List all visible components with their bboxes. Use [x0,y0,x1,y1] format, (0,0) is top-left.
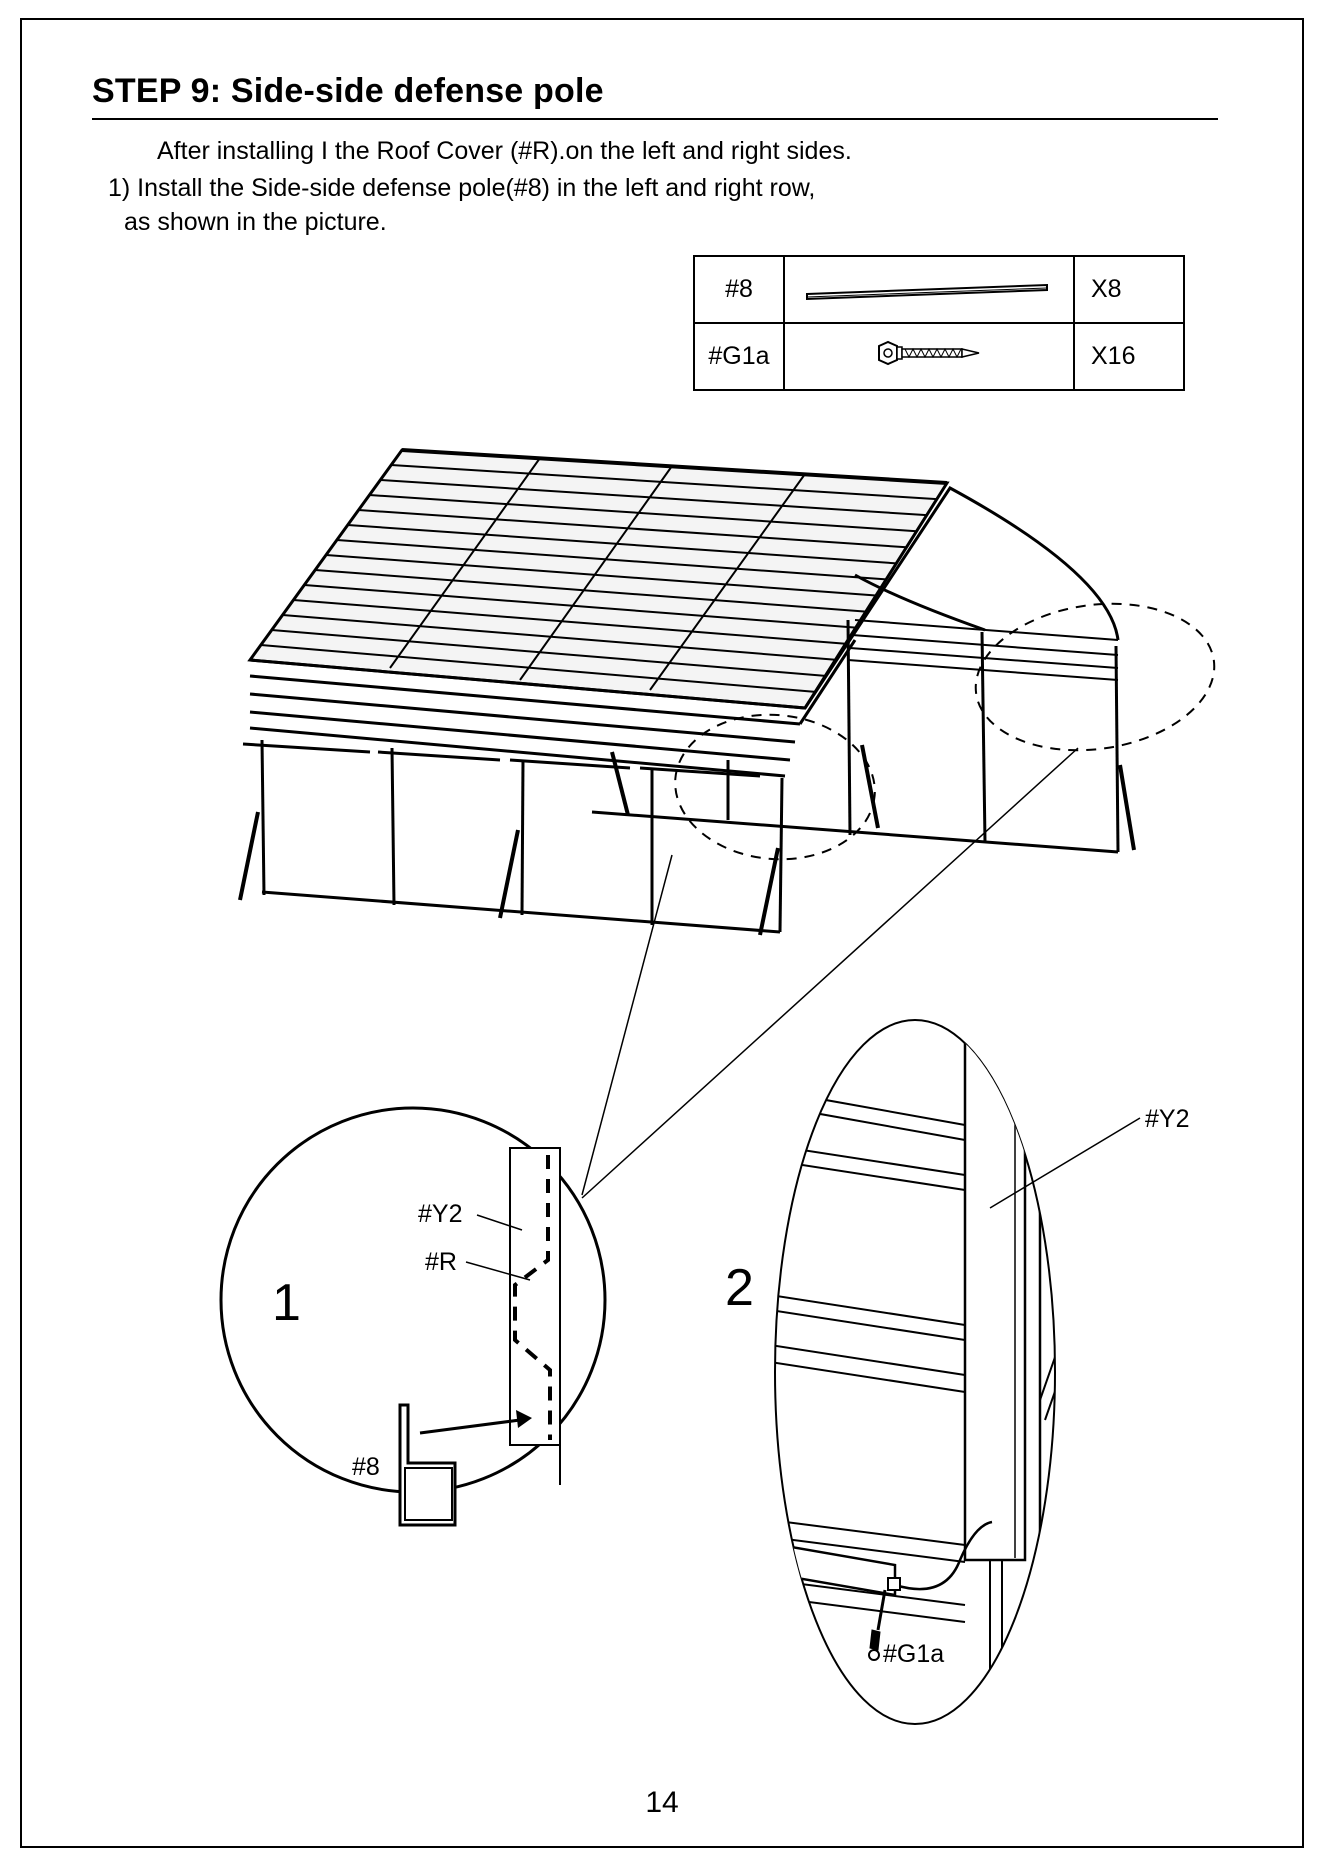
post-y2 [510,1148,560,1445]
front-defense-poles [243,744,760,776]
detail-2: 2 #Y2 #G1a [725,1010,1189,1740]
label-y2-closeup: #Y2 [1145,1105,1189,1133]
callout-ellipse-2 [966,589,1224,765]
front-braces [240,812,778,935]
screw-g1a-icon [870,1630,880,1650]
page-number: 14 [0,1786,1324,1820]
label-g1a: #G1a [883,1640,944,1668]
leader-line-1 [582,855,672,1195]
detail-2-number: 2 [725,1259,754,1317]
post-y2-closeup [965,1010,1025,1560]
label-y2: #Y2 [418,1200,462,1228]
detail-1-number: 1 [272,1274,301,1332]
carport-illustration [240,450,1224,1198]
label-8: #8 [352,1453,380,1481]
detail-1: 1 #Y2 #R #8 [221,1108,605,1525]
rear-base-rail [592,812,1118,852]
label-r: #R [425,1248,457,1276]
